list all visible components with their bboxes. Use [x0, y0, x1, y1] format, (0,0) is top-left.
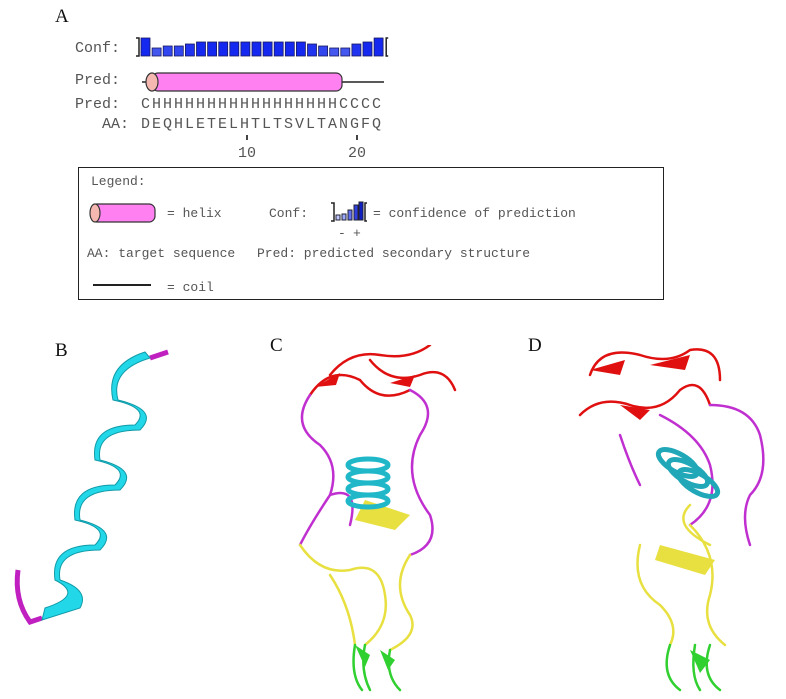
helix-cap [145, 72, 159, 92]
structure-b-helix [14, 349, 169, 625]
aa-label: AA: [102, 116, 130, 133]
pred-seq-label: Pred: [75, 96, 121, 113]
confidence-bar [373, 37, 384, 57]
aa-sequence: DEQHLETELHTLTSVLTANGFQ [141, 116, 384, 133]
confidence-bar [229, 41, 240, 57]
legend-conf-icon [331, 201, 367, 222]
pred-sequence: CHHHHHHHHHHHHHHHHHCCCC [141, 96, 384, 113]
confidence-bar [362, 41, 373, 57]
confidence-bar [151, 47, 162, 57]
panel-label-b: B [55, 340, 68, 361]
confidence-bar [329, 47, 340, 57]
panel-label-c: C [270, 335, 283, 356]
panel-label-a: A [55, 6, 69, 27]
legend-plus: + [353, 226, 361, 241]
confidence-bar [340, 47, 351, 57]
structure-d [578, 348, 765, 692]
legend-conf-text: = confidence of prediction [373, 206, 576, 221]
confidence-bar [196, 41, 206, 57]
legend-helix-text: = helix [167, 206, 222, 221]
confidence-bar [185, 43, 195, 57]
pred-label: Pred: [75, 72, 121, 89]
helix-body [151, 72, 343, 92]
confidence-bar [262, 41, 273, 57]
legend-conf-label: Conf: [269, 206, 309, 221]
legend-minus: - [338, 226, 346, 241]
confidence-bar [273, 41, 284, 57]
confidence-bar [351, 43, 362, 57]
tick-label-20: 20 [348, 145, 367, 162]
confidence-bar [140, 37, 151, 57]
confidence-bar [207, 41, 217, 57]
confidence-bar [218, 41, 229, 57]
legend-pred-text: Pred: predicted secondary structure [257, 246, 531, 261]
legend-helix-icon [89, 203, 156, 223]
legend-coil-text: = coil [167, 280, 214, 295]
tick-10 [246, 135, 248, 140]
confidence-bar [295, 41, 306, 57]
confidence-bar [284, 41, 295, 57]
legend-aa-text: AA: target sequence [87, 246, 236, 261]
tick-label-10: 10 [238, 145, 257, 162]
confidence-bar [173, 45, 184, 57]
confidence-bar [307, 43, 317, 57]
conf-bracket-right [385, 37, 389, 57]
confidence-bar [318, 45, 329, 57]
legend-title: Legend: [91, 174, 146, 189]
legend-coil-line [93, 284, 151, 286]
helix-cylinder [142, 72, 384, 92]
confidence-bar [251, 41, 262, 57]
confidence-bar [240, 41, 251, 57]
structure-c [298, 345, 457, 692]
legend-box: Legend: = helix Conf: = confidence of pr… [78, 167, 664, 300]
confidence-bars [136, 37, 389, 57]
conf-bracket-left [136, 37, 140, 57]
panel-label-d: D [528, 335, 542, 356]
conf-label: Conf: [75, 40, 121, 57]
confidence-bar [162, 45, 173, 57]
tick-20 [356, 135, 358, 140]
